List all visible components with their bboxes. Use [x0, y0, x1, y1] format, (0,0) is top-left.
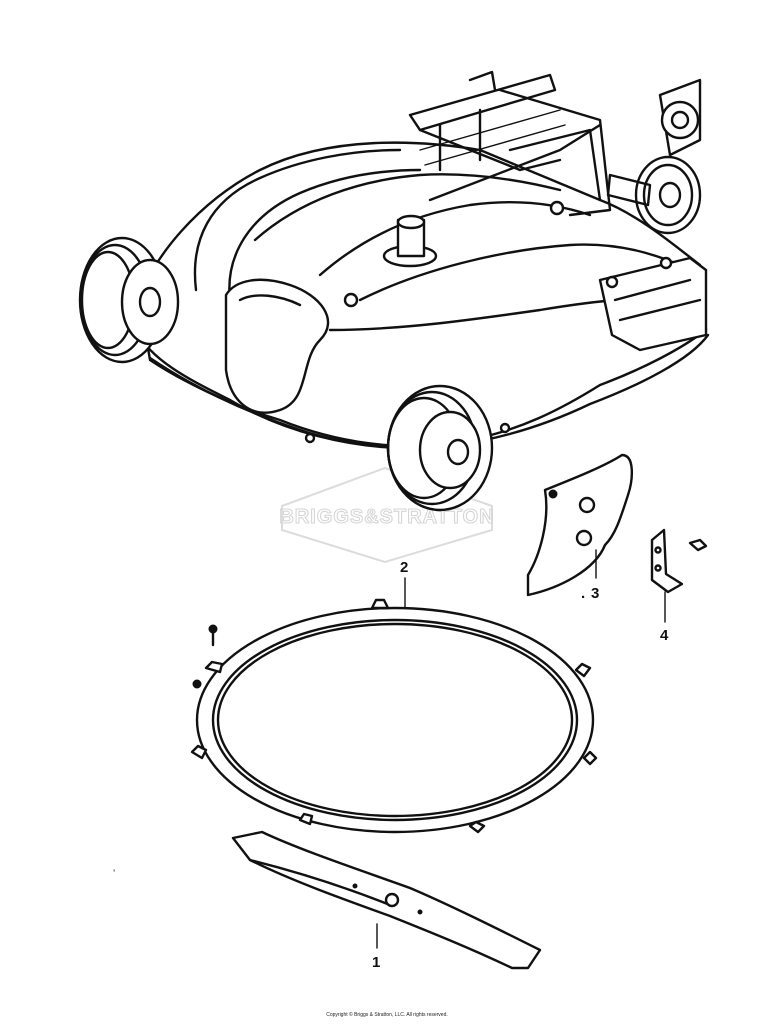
callout-1: 1 — [372, 954, 380, 971]
front-right-wheel — [386, 384, 494, 512]
callout-4: 4 — [660, 627, 669, 644]
stray-mark: ʼ — [113, 869, 115, 880]
watermark-text: BRIGGS&STRATTON — [279, 506, 494, 528]
callout-2: 2 — [400, 559, 408, 576]
front-left-wheel — [78, 236, 180, 364]
briggs-stratton-watermark: BRIGGS&STRATTON — [279, 466, 494, 564]
baffle-part — [526, 453, 633, 597]
mower-deck-illustration — [78, 70, 710, 512]
blade-part — [231, 830, 542, 970]
deck-ring-part — [190, 577, 598, 834]
copyright-notice: Copyright © Briggs & Stratton, LLC. All … — [326, 1012, 448, 1018]
callout-3: 3 — [591, 585, 599, 602]
bracket-part — [650, 528, 708, 623]
callout-3-dot: . — [581, 585, 585, 602]
